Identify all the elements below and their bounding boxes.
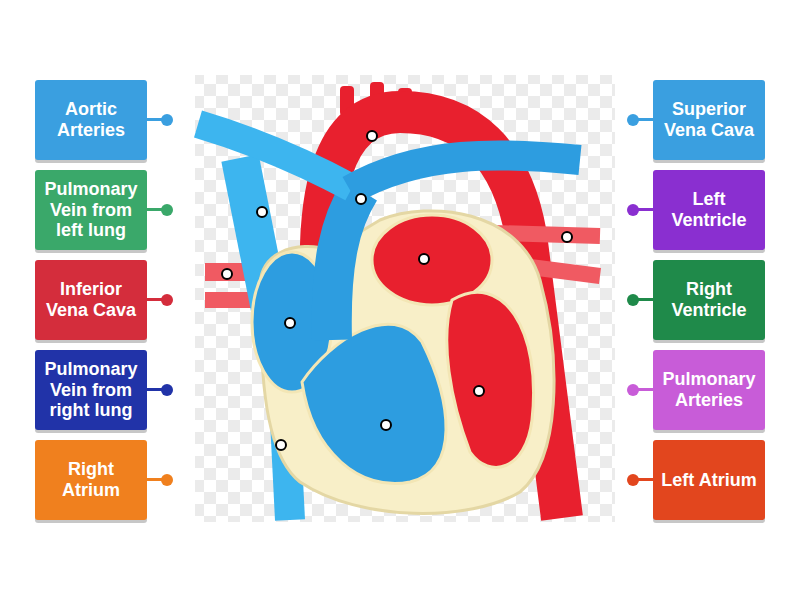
pulmonary-artery: [350, 155, 580, 190]
right-ventricle: [302, 324, 446, 483]
label-box: Pulmonary Vein from right lung: [35, 350, 147, 430]
left-ventricle: [447, 292, 534, 467]
label-box: Pulmonary Arteries: [653, 350, 765, 430]
label-box: Right Ventricle: [653, 260, 765, 340]
pulmonary-artery: [198, 124, 352, 188]
label-text-group: Right Atrium: [39, 459, 143, 500]
label-box: Aortic Arteries: [35, 80, 147, 160]
label-box: Right Atrium: [35, 440, 147, 520]
label-text: Superior Vena Cava: [657, 99, 761, 140]
label-text: Left Atrium: [661, 470, 756, 491]
label-box: Inferior Vena Cava: [35, 260, 147, 340]
label-box: Pulmonary Vein from left lung: [35, 170, 147, 250]
target-dot: [381, 420, 391, 430]
label-text-group: Pulmonary Vein from right lung: [39, 359, 143, 421]
label-text: Left Ventricle: [657, 189, 761, 230]
label-box: Left Atrium: [653, 440, 765, 520]
label-text-group: Superior Vena Cava: [657, 99, 761, 140]
label-text: Pulmonary Vein from right lung: [39, 359, 143, 421]
label-tab-dot: [627, 204, 639, 216]
pulmonary-artery: [332, 190, 360, 340]
target-dot: [257, 207, 267, 217]
label-text: Pulmonary Vein from left lung: [39, 179, 143, 241]
label-text: Aortic Arteries: [39, 99, 143, 140]
label-text: Inferior Vena Cava: [39, 279, 143, 320]
label-text-group: Pulmonary Vein from left lung: [39, 179, 143, 241]
label-tab-dot: [627, 114, 639, 126]
label-tab-dot: [627, 384, 639, 396]
target-dot: [367, 131, 377, 141]
label-tab-dot: [161, 384, 173, 396]
label-box: Superior Vena Cava: [653, 80, 765, 160]
target-dot: [222, 269, 232, 279]
label-text-group: Left Atrium: [661, 470, 756, 491]
target-dot: [356, 194, 366, 204]
label-tab-dot: [161, 294, 173, 306]
label-text: Right Atrium: [39, 459, 143, 500]
label-tab-dot: [627, 294, 639, 306]
label-text-group: Right Ventricle: [657, 279, 761, 320]
target-dot: [285, 318, 295, 328]
label-text: Pulmonary Arteries: [657, 369, 761, 410]
label-text-group: Aortic Arteries: [39, 99, 143, 140]
label-tab-dot: [161, 114, 173, 126]
label-tab-dot: [161, 204, 173, 216]
label-text-group: Left Ventricle: [657, 189, 761, 230]
label-tab-dot: [627, 474, 639, 486]
label-tab-dot: [161, 474, 173, 486]
target-dot: [276, 440, 286, 450]
label-text-group: Inferior Vena Cava: [39, 279, 143, 320]
target-dot: [474, 386, 484, 396]
label-text-group: Pulmonary Arteries: [657, 369, 761, 410]
transparent-background: [195, 75, 615, 522]
target-dot: [419, 254, 429, 264]
label-box: Left Ventricle: [653, 170, 765, 250]
target-dot: [562, 232, 572, 242]
label-text: Right Ventricle: [657, 279, 761, 320]
